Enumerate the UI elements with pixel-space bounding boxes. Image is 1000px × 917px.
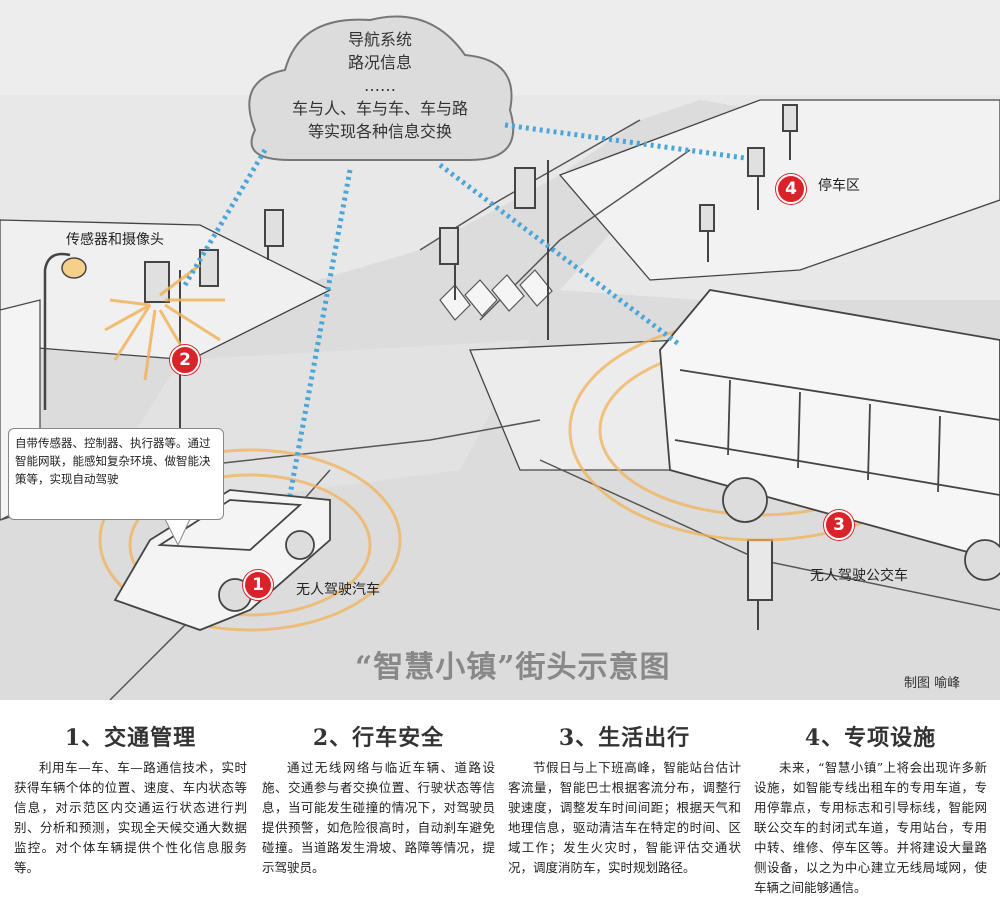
section-heading: 4、专项设施 [804,725,937,751]
bus-label: 无人驾驶公交车 [810,568,908,584]
car-glow [98,448,402,632]
signal-beams [182,122,746,496]
callout-text: 自带传感器、控制器、执行器等。通过智能网联，能感知复杂环境、做智能决策等，实现自… [15,436,211,486]
car-callout: 自带传感器、控制器、执行器等。通过智能网联，能感知复杂环境、做智能决策等，实现自… [8,428,224,520]
diagram-title: “智慧小镇”街头示意图 [355,650,671,685]
badge-2: 2 [170,345,200,375]
section-traffic: 1、交通管理 利用车—车、车—路通信技术，实时获得车辆个体的位置、速度、车内状态… [14,720,247,878]
cloud-line-exchange: 车与人、车与车、车与路 [291,99,468,118]
cloud-shape [248,15,515,161]
street-scene [0,15,1000,700]
section-body: 节假日与上下班高峰，智能站台估计客流量，智能巴士根据客流分布，调整行驶速度，调整… [508,760,741,875]
cloud-line-ellipsis: …… [364,76,396,95]
cloud-line-traffic: 路况信息 [347,53,412,72]
car-label: 无人驾驶汽车 [296,582,380,598]
badge-1: 1 [243,570,273,600]
crosswalk [439,269,553,321]
section-facilities: 4、专项设施 未来，“智慧小镇”上将会出现许多新设施，如智能专线出租车的专用车道… [754,720,987,898]
section-heading: 2、行车安全 [312,725,445,751]
info-sections: 1、交通管理 利用车—车、车—路通信技术，实时获得车辆个体的位置、速度、车内状态… [0,720,1000,917]
badge-3: 3 [824,510,854,540]
section-body: 通过无线网络与临近车辆、道路设施、交通参与者交换位置、行驶状态等信息，当可能发生… [262,760,495,875]
sensor-label: 传感器和摄像头 [66,232,164,248]
cloud-line-nav: 导航系统 [347,30,412,49]
section-heading: 1、交通管理 [64,725,197,751]
section-safety: 2、行车安全 通过无线网络与临近车辆、道路设施、交通参与者交换位置、行驶状态等信… [262,720,495,878]
badge-4: 4 [776,174,806,204]
autonomous-bus [659,289,1000,581]
credit: 制图 喻峰 [904,676,961,691]
parking-label: 停车区 [818,178,860,194]
section-body: 未来，“智慧小镇”上将会出现许多新设施，如智能专线出租车的专用车道，专用停靠点，… [754,760,987,895]
cloud-info: 导航系统 路况信息 …… 车与人、车与车、车与路 等实现各种信息交换 [270,28,490,143]
section-life: 3、生活出行 节假日与上下班高峰，智能站台估计客流量，智能巴士根据客流分布，调整… [508,720,741,878]
street-illustration: 导航系统 路况信息 …… 车与人、车与车、车与路 等实现各种信息交换 传感器和摄… [0,0,1000,700]
street-lamp [43,252,71,410]
cloud-line-exchange-2: 等实现各种信息交换 [307,122,452,141]
section-body: 利用车—车、车—路通信技术，实时获得车辆个体的位置、速度、车内状态等信息，对示范… [14,760,247,875]
section-heading: 3、生活出行 [558,725,691,751]
